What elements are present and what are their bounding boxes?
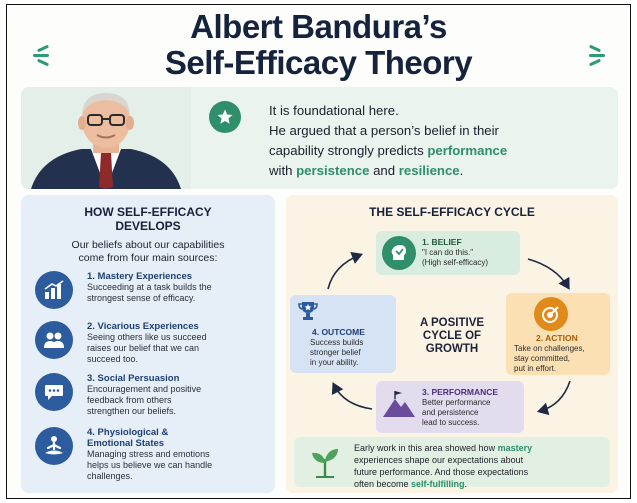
title-line-1: Albert Bandura’s [190, 8, 447, 45]
source-name: 3. Social Persuasion [87, 373, 180, 384]
arrow-action-to-performance [536, 380, 571, 416]
highlight-resilience: resilience [398, 163, 460, 178]
source-name: 2. Vicarious Experiences [87, 321, 199, 332]
lead-line-2: come from four main sources: [78, 252, 218, 264]
center-line-2: CYCLE OF [422, 330, 482, 342]
target-icon [534, 297, 568, 331]
speech-bubble-icon [35, 373, 73, 411]
source-desc-line: strengthen our beliefs. [87, 406, 177, 416]
source-name: 1. Mastery Experiences [87, 271, 193, 282]
source-desc-line: challenges. [87, 471, 133, 481]
belief-desc-2: (High self-efficacy) [422, 258, 489, 267]
footer-text-segment: experiences shape our expectations about [354, 455, 524, 465]
develops-heading: HOW SELF-EFFICACY DEVELOPS [21, 205, 275, 233]
action-desc-3: put in effort. [514, 364, 557, 373]
intro-panel: It is foundational here. He argued that … [21, 87, 618, 189]
intro-text-segment: with [269, 163, 297, 178]
intro-line-4: with persistence and resilience. [269, 161, 614, 181]
performance-desc-2: and persistence [422, 408, 479, 417]
develops-lead: Our beliefs about our capabilities come … [31, 239, 265, 265]
cycle-performance: 3. PERFORMANCE Better performance and pe… [376, 381, 524, 433]
star-icon [209, 101, 241, 133]
source-desc-line: feedback from others [87, 395, 172, 405]
trophy-icon [294, 297, 322, 325]
source-name-line-2: Emotional States [87, 438, 165, 449]
highlight-persistence: persistence [296, 163, 370, 178]
footer-text-segment: future performance. And those expectatio… [354, 467, 529, 477]
sprout-icon [312, 449, 338, 478]
source-name-line-1: 4. Physiological & [87, 427, 169, 438]
arrow-belief-to-action [527, 258, 570, 290]
footer-text: Early work in this area showed how maste… [354, 442, 604, 490]
develops-panel: HOW SELF-EFFICACY DEVELOPS Our beliefs a… [21, 195, 275, 493]
develops-heading-line-2: DEVELOPS [115, 219, 181, 233]
outcome-desc-3: in your ability. [310, 358, 359, 367]
action-desc-1: Take on challenges, [514, 344, 585, 353]
source-desc-line: Managing stress and emotions [87, 449, 210, 459]
performance-title: 3. PERFORMANCE [422, 387, 499, 397]
highlight-self-fulfilling: self-fulfilling [411, 479, 465, 489]
source-desc-line: Seeing others like us succeed [87, 332, 207, 342]
center-line-3: GROWTH [425, 343, 479, 355]
cycle-action: 2. ACTION Take on challenges, stay commi… [506, 293, 610, 375]
intro-line-2: He argued that a person’s belief in thei… [269, 123, 499, 138]
intro-text: It is foundational here. He argued that … [269, 101, 614, 181]
source-desc-line: strongest sense of efficacy. [87, 293, 196, 303]
cycle-belief: 1. BELIEF "I can do this." (High self-ef… [376, 231, 520, 275]
head-check-icon [382, 236, 416, 270]
outcome-desc-1: Success builds [310, 338, 364, 347]
arrow-outcome-to-belief [327, 251, 363, 290]
cycle-outcome: 4. OUTCOME Success builds stronger belie… [290, 295, 396, 373]
performance-desc-3: lead to success. [422, 418, 480, 427]
source-desc-line: raises our belief that we can [87, 343, 200, 353]
bar-chart-icon [35, 271, 73, 309]
source-desc-line: Encouragement and positive [87, 384, 202, 394]
action-desc-2: stay committed, [514, 354, 571, 363]
footer-text-segment: . [464, 479, 468, 489]
performance-desc-1: Better performance [422, 398, 491, 407]
cycle-heading: THE SELF-EFFICACY CYCLE [369, 205, 535, 219]
left-accent-icon [33, 43, 50, 68]
intro-text-segment: and [369, 163, 399, 178]
lead-line-1: Our beliefs about our capabilities [71, 239, 225, 251]
cycle-center-label: A POSITIVE CYCLE OF GROWTH [404, 317, 500, 356]
title-line-2: Self-Efficacy Theory [164, 44, 473, 81]
arrow-performance-to-outcome [331, 382, 373, 410]
intro-line-3: capability strongly predicts performance [269, 141, 614, 161]
source-desc-line: succeed too. [87, 354, 139, 364]
highlight-performance: performance [427, 143, 508, 158]
intro-line-1: It is foundational here. [269, 103, 399, 118]
page-title: Albert Bandura’s Self-Efficacy Theory [7, 9, 630, 81]
source-desc-line: helps us believe we can handle [87, 460, 213, 470]
footer-text-segment: often become [354, 479, 412, 489]
belief-title: 1. BELIEF [422, 237, 462, 247]
center-line-1: A POSITIVE [419, 317, 485, 329]
people-icon [35, 321, 73, 359]
outcome-desc-2: stronger belief [310, 348, 361, 357]
cycle-panel: THE SELF-EFFICACY CYCLE 1. BELIEF "I can… [286, 195, 618, 493]
highlight-mastery: mastery [497, 443, 533, 453]
portrait-illustration [21, 87, 191, 189]
infographic: Albert Bandura’s Self-Efficacy Theory [6, 4, 631, 499]
mountain-flag-icon [380, 385, 418, 423]
belief-desc-1: "I can do this." [422, 248, 474, 257]
develops-heading-line-1: HOW SELF-EFFICACY [84, 205, 212, 219]
intro-text-segment: . [459, 163, 464, 178]
source-desc-line: Succeeding at a task builds the [87, 282, 212, 292]
action-title: 2. ACTION [536, 333, 578, 343]
footer-text-segment: Early work in this area showed how [354, 443, 498, 453]
meditation-icon [35, 427, 73, 465]
intro-text-segment: capability strongly predicts [269, 143, 428, 158]
right-accent-icon [588, 43, 605, 68]
footer-note: Early work in this area showed how maste… [294, 437, 610, 490]
outcome-title: 4. OUTCOME [312, 327, 365, 337]
cycle-arrows [327, 251, 571, 416]
